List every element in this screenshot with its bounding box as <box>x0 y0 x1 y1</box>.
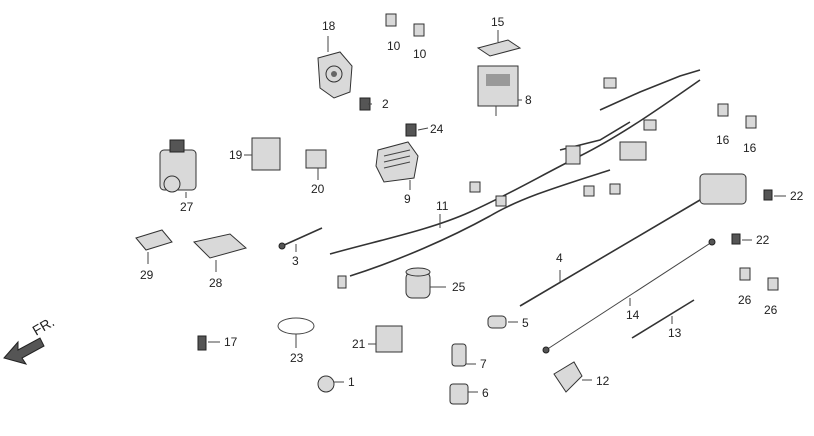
part-20-clip: 20 <box>305 149 327 196</box>
part-29-holder: 29 <box>135 229 173 282</box>
label-5: 5 <box>522 316 529 330</box>
part-13-strap: 13 <box>631 299 695 340</box>
label-20: 20 <box>311 182 325 196</box>
label-6: 6 <box>482 386 489 400</box>
label-10b: 10 <box>413 47 427 61</box>
label-16b: 16 <box>743 141 757 155</box>
part-10-clip-b: 10 <box>413 23 427 61</box>
part-4-cable: 4 <box>519 173 747 307</box>
part-12-cap: 12 <box>553 361 610 393</box>
label-22a: 22 <box>790 189 804 203</box>
part-19-relay: 19 <box>229 137 281 171</box>
label-11: 11 <box>436 199 449 213</box>
label-26b: 26 <box>764 303 778 317</box>
label-25: 25 <box>452 280 466 294</box>
part-9-regulator: 9 <box>375 141 419 206</box>
label-24: 24 <box>430 122 444 136</box>
part-16-clip-a: 16 <box>716 103 730 147</box>
label-1: 1 <box>348 375 355 389</box>
part-8-rectifier: 8 <box>477 65 532 116</box>
label-29: 29 <box>140 268 154 282</box>
part-26-clip-b: 26 <box>764 277 779 317</box>
label-26a: 26 <box>738 293 752 307</box>
label-28: 28 <box>209 276 223 290</box>
part-15-pad: 15 <box>476 15 522 57</box>
part-24-bolt: 24 <box>405 122 444 137</box>
part-18-horn: 18 <box>317 19 353 99</box>
part-17-bolt: 17 <box>197 335 238 351</box>
part-26-clip-a: 26 <box>738 267 752 307</box>
label-2: 2 <box>382 97 389 111</box>
part-25-boot: 25 <box>405 267 466 299</box>
label-23: 23 <box>290 351 304 365</box>
label-10a: 10 <box>387 39 401 53</box>
label-13: 13 <box>668 326 682 340</box>
label-27: 27 <box>180 200 194 214</box>
label-16a: 16 <box>716 133 730 147</box>
front-arrow: FR. <box>3 313 58 365</box>
label-21: 21 <box>352 337 366 351</box>
part-22-bolt-a: 22 <box>763 189 804 203</box>
label-14: 14 <box>626 308 640 322</box>
label-4: 4 <box>556 251 563 265</box>
label-9: 9 <box>404 192 411 206</box>
part-21-relay: 21 <box>352 325 403 353</box>
label-22b: 22 <box>756 233 770 247</box>
part-22-bolt-b: 22 <box>731 233 770 247</box>
label-3: 3 <box>292 254 299 268</box>
label-8: 8 <box>525 93 532 107</box>
part-7-cap: 7 <box>451 343 487 371</box>
part-14-cable: 14 <box>542 238 716 354</box>
part-27-switch: 27 <box>159 139 197 214</box>
part-6-cap: 6 <box>449 383 489 405</box>
part-28-module: 28 <box>193 233 248 290</box>
part-10-clip-a: 10 <box>385 13 401 53</box>
part-5-grommet: 5 <box>487 315 529 330</box>
part-11-harness: 11 <box>329 69 701 289</box>
label-18: 18 <box>322 19 336 33</box>
part-23-band: 23 <box>277 317 315 365</box>
label-15: 15 <box>491 15 505 29</box>
label-7: 7 <box>480 357 487 371</box>
label-17: 17 <box>224 335 238 349</box>
part-3-tie: 3 <box>278 227 323 268</box>
part-1-clamp: 1 <box>317 375 355 393</box>
label-19: 19 <box>229 148 243 162</box>
part-16-clip-b: 16 <box>743 115 757 155</box>
label-12: 12 <box>596 374 610 388</box>
front-label: FR. <box>30 313 58 338</box>
part-2-bolt: 2 <box>359 97 389 111</box>
